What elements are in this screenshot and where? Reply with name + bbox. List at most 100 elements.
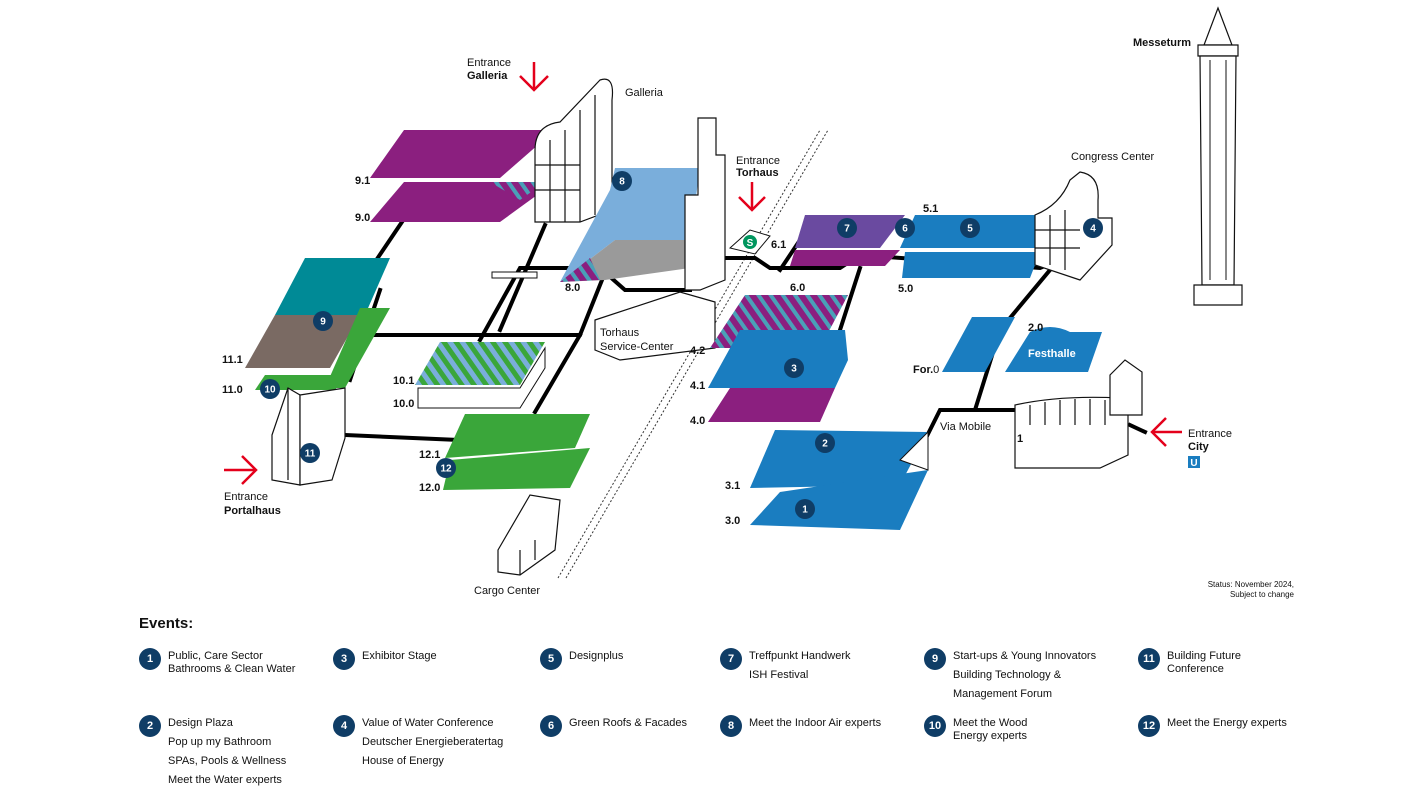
- marker-number: 1: [802, 505, 808, 516]
- entrance-city-word: Entrance: [1188, 428, 1232, 440]
- event-text: Designplus: [569, 650, 623, 663]
- torhaus-label: Torhaus: [600, 327, 640, 339]
- entrance-portalhaus-arrow: [224, 455, 258, 485]
- event-title-line: Bathrooms & Clean Water: [168, 663, 296, 675]
- event-extra-line: Building Technology &: [953, 669, 1062, 681]
- sbahn-station[interactable]: S: [728, 229, 771, 255]
- event-marker-9[interactable]: 9: [313, 311, 333, 331]
- hall-level-5-0: 5.0: [898, 283, 913, 295]
- marker-number: 12: [440, 464, 452, 475]
- event-text: Exhibitor Stage: [362, 650, 437, 663]
- hall-level-4-1: 4.1: [690, 380, 705, 392]
- congress-center-label: Congress Center: [1071, 151, 1154, 163]
- hall-level-2-0: 2.0: [1028, 322, 1043, 334]
- event-title-line: Green Roofs & Facades: [569, 717, 688, 729]
- forum-hall[interactable]: [942, 317, 1015, 372]
- entrance-city-name: City: [1188, 441, 1210, 453]
- hall-level-8-0: 8.0: [565, 282, 580, 294]
- event-marker-6[interactable]: 6: [895, 218, 915, 238]
- hall-level-12-0: 12.0: [419, 482, 440, 494]
- event-title-line: Start-ups & Young Innovators: [953, 650, 1097, 662]
- marker-circle: [300, 443, 320, 463]
- marker-circle: [260, 379, 280, 399]
- marker-circle: [1083, 218, 1103, 238]
- event-badge: 10: [924, 715, 946, 737]
- forum-label: For.0: [913, 364, 939, 376]
- event-title-line: Value of Water Conference: [362, 717, 494, 729]
- entrance-torhaus-arrow: [738, 182, 766, 212]
- hall-10[interactable]: [415, 342, 546, 409]
- marker-circle: [895, 218, 915, 238]
- small-structure: [491, 271, 538, 279]
- status-line-1: Status: November 2024,: [1207, 580, 1294, 589]
- marker-number: 11: [305, 449, 316, 460]
- hall-level-6-1: 6.1: [771, 239, 786, 251]
- portalhaus-building: [271, 387, 346, 486]
- marker-number: 3: [791, 364, 797, 375]
- event-marker-8[interactable]: 8: [612, 171, 632, 191]
- hall-level-9-1: 9.1: [355, 175, 370, 187]
- event-marker-10[interactable]: 10: [260, 379, 280, 399]
- event-marker-4[interactable]: 4: [1083, 218, 1103, 238]
- torhaus-building: [594, 117, 726, 361]
- hall-12[interactable]: [443, 414, 590, 490]
- entrance-torhaus-name: Torhaus: [736, 167, 779, 179]
- event-marker-11[interactable]: 11: [300, 443, 320, 463]
- event-title-line: Design Plaza: [168, 717, 233, 729]
- entrance-portalhaus-word: Entrance: [224, 491, 268, 503]
- event-badge: 9: [924, 648, 946, 670]
- event-title-line: Designplus: [569, 650, 624, 662]
- hall-level-11-0: 11.0: [222, 384, 243, 396]
- railway-divider: [557, 129, 829, 579]
- hall-3[interactable]: [750, 430, 929, 530]
- hall-level-4-2: 4.2: [690, 345, 705, 357]
- hall-level-12-1: 12.1: [419, 449, 440, 461]
- event-title-line: Building Future: [1167, 650, 1241, 662]
- marker-circle: [837, 218, 857, 238]
- festhalle-hall[interactable]: [1005, 327, 1102, 372]
- event-badge: 7: [720, 648, 742, 670]
- marker-circle: [436, 458, 456, 478]
- event-marker-1[interactable]: 1: [795, 499, 815, 519]
- hall-level-4-0: 4.0: [690, 415, 705, 427]
- marker-circle: [815, 433, 835, 453]
- hall-8[interactable]: [560, 168, 700, 282]
- event-title-line: Meet the Energy experts: [1167, 717, 1287, 729]
- ubahn-icon: U: [1190, 458, 1197, 469]
- hall-level-5-1: 5.1: [923, 203, 938, 215]
- marker-number: 5: [967, 224, 973, 235]
- ubahn-station[interactable]: U: [1188, 456, 1200, 469]
- event-extra-line: SPAs, Pools & Wellness: [168, 755, 287, 767]
- hall-11[interactable]: [245, 258, 390, 390]
- event-title-line: Energy experts: [953, 730, 1027, 742]
- hall-level-10-1: 10.1: [393, 375, 414, 387]
- marker-number: 10: [264, 385, 276, 396]
- hall-level-1: 1: [1017, 433, 1023, 445]
- event-badge: 12: [1138, 715, 1160, 737]
- hall-4[interactable]: [708, 295, 848, 422]
- marker-circle: [795, 499, 815, 519]
- event-marker-5[interactable]: 5: [960, 218, 980, 238]
- hall-1[interactable]: [1014, 359, 1143, 469]
- event-extra-line: House of Energy: [362, 755, 444, 767]
- event-item-5: 5 Designplus: [540, 648, 623, 670]
- status-note: Status: November 2024, Subject to change: [1208, 580, 1294, 600]
- entrance-portalhaus-name: Portalhaus: [224, 505, 281, 517]
- marker-number: 2: [822, 439, 828, 450]
- event-marker-3[interactable]: 3: [784, 358, 804, 378]
- event-badge: 5: [540, 648, 562, 670]
- event-marker-12[interactable]: 12: [436, 458, 456, 478]
- event-marker-7[interactable]: 7: [837, 218, 857, 238]
- event-text: Meet the Indoor Air experts: [749, 717, 881, 730]
- hall-9[interactable]: [370, 130, 555, 222]
- event-marker-2[interactable]: 2: [815, 433, 835, 453]
